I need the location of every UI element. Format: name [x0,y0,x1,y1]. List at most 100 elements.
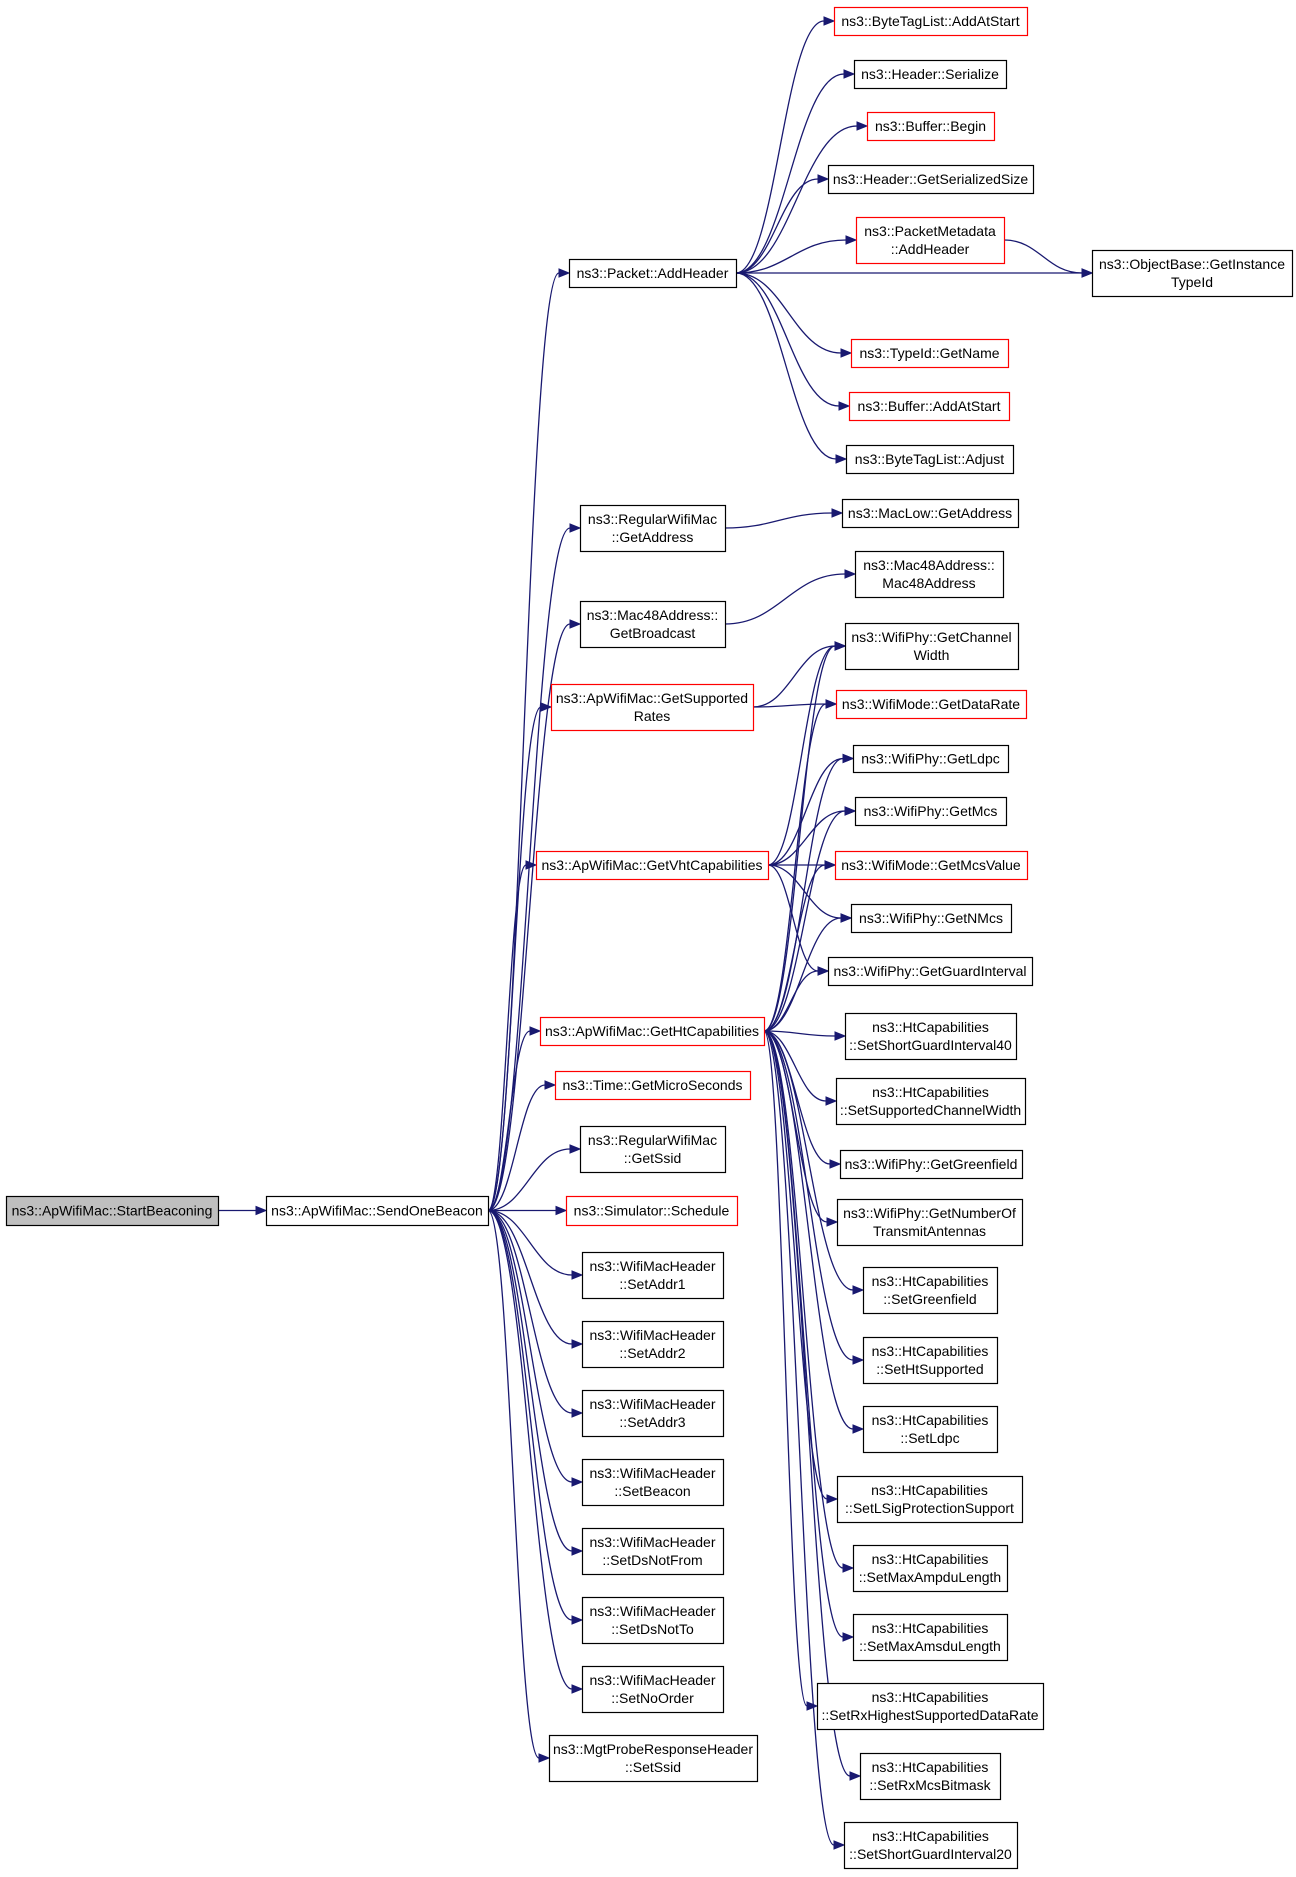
node-label: ns3::WifiMode::GetDataRate [842,696,1020,712]
node-mgtSsid[interactable]: ns3::MgtProbeResponseHeader::SetSsid [548,1734,759,1783]
node-setGreenfield[interactable]: ns3::HtCapabilities::SetGreenfield [862,1266,999,1315]
node-box [835,689,1028,720]
node-mcsValue[interactable]: ns3::WifiMode::GetMcsValue [834,850,1029,881]
node-box [835,1077,1027,1126]
node-label: ns3::Header::GetSerializedSize [833,171,1029,187]
node-dsNotFrom[interactable]: ns3::WifiMacHeader::SetDsNotFrom [581,1527,725,1576]
node-btlAdjust[interactable]: ns3::ByteTagList::Adjust [845,444,1015,475]
node-macLowAddr[interactable]: ns3::MacLow::GetAddress [841,498,1020,529]
node-rwmGetAddress[interactable]: ns3::RegularWifiMac::GetAddress [579,504,727,553]
node-send[interactable]: ns3::ApWifiMac::SendOneBeacon [265,1195,490,1227]
node-label: ::GetAddress [612,529,694,545]
node-hdrSize[interactable]: ns3::Header::GetSerializedSize [827,164,1035,195]
node-dataRate[interactable]: ns3::WifiMode::GetDataRate [835,689,1028,720]
node-rwmSsid[interactable]: ns3::RegularWifiMac::GetSsid [579,1125,727,1174]
node-label: Mac48Address [882,575,975,591]
node-supChWidth[interactable]: ns3::HtCapabilities::SetSupportedChannel… [835,1077,1027,1126]
edge-ht-to-rxHighest [763,1030,819,1711]
node-label: ns3::Time::GetMicroSeconds [563,1077,743,1093]
node-mac48[interactable]: ns3::Mac48Address::Mac48Address [854,550,1005,599]
edge-addHeader-to-hdrSize [735,174,830,274]
node-guard[interactable]: ns3::WifiPhy::GetGuardInterval [827,956,1034,987]
edge-ht-to-sgi40 [763,1030,847,1041]
node-label: ::SetMaxAmpduLength [859,1569,1001,1585]
edge-send-to-dsNotFrom [487,1209,584,1556]
node-lsig[interactable]: ns3::HtCapabilities::SetLSigProtectionSu… [836,1475,1024,1524]
node-rxHighest[interactable]: ns3::HtCapabilities::SetRxHighestSupport… [816,1682,1045,1731]
node-label: TypeId [1171,274,1213,290]
arrowhead [538,1753,551,1763]
node-bufBegin[interactable]: ns3::Buffer::Begin [866,111,996,142]
node-addr3[interactable]: ns3::WifiMacHeader::SetAddr3 [581,1389,725,1438]
node-pmAddHeader[interactable]: ns3::PacketMetadata::AddHeader [855,216,1006,265]
node-box [5,1195,220,1227]
node-dsNotTo[interactable]: ns3::WifiMacHeader::SetDsNotTo [581,1596,725,1645]
edge-ht-to-guard [763,966,830,1032]
node-label: ns3::WifiMacHeader [589,1258,715,1274]
edge-send-to-supRates [487,702,553,1212]
node-label: ::SetDsNotFrom [602,1552,702,1568]
node-vht[interactable]: ns3::ApWifiMac::GetVhtCapabilities [535,850,770,881]
edge-line [487,623,571,1212]
node-setLdpc[interactable]: ns3::HtCapabilities::SetLdpc [862,1405,999,1454]
edge-send-to-macBroadcast [487,619,582,1212]
node-mcs[interactable]: ns3::WifiPhy::GetMcs [854,796,1008,827]
arrowhead [831,508,844,518]
node-label: ns3::WifiMacHeader [589,1396,715,1412]
node-label: ::SetBeacon [614,1483,690,1499]
node-micro[interactable]: ns3::Time::GetMicroSeconds [554,1070,752,1101]
edge-ht-to-rxMcs [763,1030,862,1781]
node-noOrder[interactable]: ns3::WifiMacHeader::SetNoOrder [581,1665,725,1714]
node-htSupported[interactable]: ns3::HtCapabilities::SetHtSupported [862,1336,999,1385]
edge-line [763,864,826,1032]
node-bufAddAtStart[interactable]: ns3::Buffer::AddAtStart [848,391,1011,422]
edge-line [735,272,837,460]
node-btlAddAtStart[interactable]: ns3::ByteTagList::AddAtStart [833,6,1029,37]
edge-send-to-mgtSsid [487,1209,551,1763]
arrowhead [826,1494,839,1504]
node-amsdu[interactable]: ns3::HtCapabilities::SetMaxAmsduLength [852,1613,1009,1662]
node-box [581,1389,725,1438]
node-rxMcs[interactable]: ns3::HtCapabilities::SetRxMcsBitmask [859,1752,1002,1801]
node-label: ::SetAddr1 [619,1276,685,1292]
arrowhead [255,1205,268,1216]
node-typeName[interactable]: ns3::TypeId::GetName [850,338,1010,369]
edge-send-to-addr2 [487,1209,584,1349]
edge-addHeader-to-btlAdjust [735,272,848,464]
node-sgi40[interactable]: ns3::HtCapabilities::SetShortGuardInterv… [844,1012,1018,1061]
node-macBroadcast[interactable]: ns3::Mac48Address::GetBroadcast [579,600,727,649]
edge-line [767,810,846,866]
node-beacon[interactable]: ns3::WifiMacHeader::SetBeacon [581,1458,725,1507]
arrowhead [525,860,538,870]
node-box [581,1665,725,1714]
node-numTx[interactable]: ns3::WifiPhy::GetNumberOfTransmitAntenna… [836,1198,1024,1247]
node-ldpc[interactable]: ns3::WifiPhy::GetLdpc [852,744,1010,774]
node-addr1[interactable]: ns3::WifiMacHeader::SetAddr1 [581,1251,725,1300]
arrowhead [825,1096,838,1106]
node-box [833,6,1029,37]
node-addr2[interactable]: ns3::WifiMacHeader::SetAddr2 [581,1320,725,1369]
node-ampdu[interactable]: ns3::HtCapabilities::SetMaxAmpduLength [852,1544,1009,1593]
node-label: ns3::Packet::AddHeader [577,265,729,281]
node-label: ::SetDsNotTo [611,1621,694,1637]
edge-send-to-noOrder [487,1209,584,1694]
node-label: ns3::WifiMacHeader [589,1465,715,1481]
node-nMcs[interactable]: ns3::WifiPhy::GetNMcs [850,903,1013,934]
node-box [579,504,727,553]
arrowhead [540,702,553,712]
node-schedule[interactable]: ns3::Simulator::Schedule [565,1195,739,1227]
node-addHeader[interactable]: ns3::Packet::AddHeader [568,258,738,289]
node-greenfield[interactable]: ns3::WifiPhy::GetGreenfield [839,1149,1024,1180]
edge-line [487,272,560,1212]
node-sgi20[interactable]: ns3::HtCapabilities::SetShortGuardInterv… [843,1821,1019,1870]
node-hdrSerialize[interactable]: ns3::Header::Serialize [853,59,1008,90]
edge-addHeader-to-bufAddAtStart [735,272,851,411]
node-ht[interactable]: ns3::ApWifiMac::GetHtCapabilities [539,1016,766,1047]
arrowhead [824,860,837,870]
edge-addHeader-to-bufBegin [735,121,869,274]
node-box [816,1682,1045,1731]
